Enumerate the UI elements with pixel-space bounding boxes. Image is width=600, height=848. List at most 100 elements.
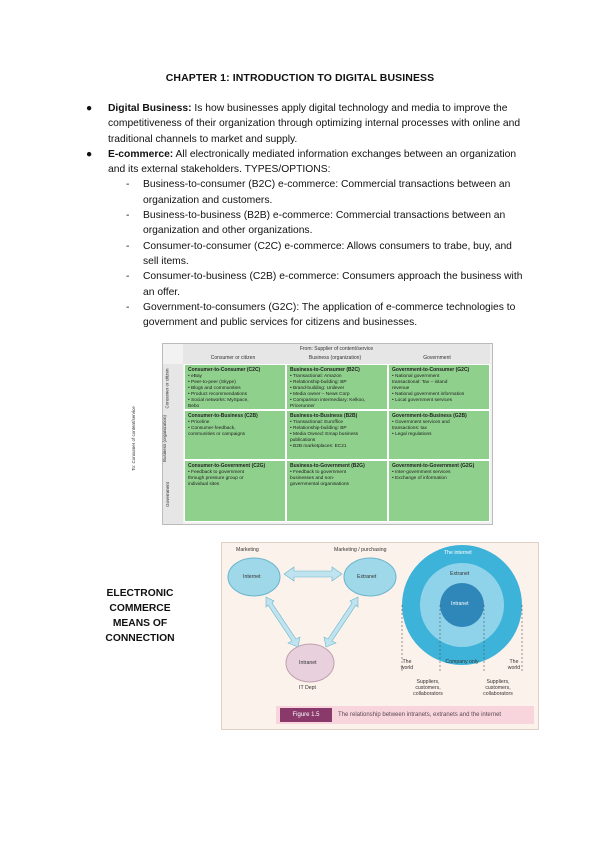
matrix-cell: Consumer-to-Business (C2B)• Priceline• C… [184,410,286,460]
label-marketing: Marketing [236,547,259,553]
matrix-cell: Government-to-Consumer (G2C)• National g… [388,364,490,410]
matrix-row-label: Government [164,482,170,507]
definitions-list: ● Digital Business: Is how businesses ap… [86,101,526,330]
label-ring-extranet: Extranet [450,571,470,577]
label-suppliers: Suppliers, customers, collaborators [413,679,443,697]
figure-caption-text: The relationship between intranets, extr… [338,712,502,718]
matrix-cell-item: • Legal regulations [392,432,432,437]
arrow-icon [323,596,359,648]
matrix-cell-item: individual sites [188,482,220,487]
label-ring-internet: The internet [444,550,472,556]
matrix-cell-heading: Government-to-Consumer (G2C) [392,367,470,373]
label-the-world: The world [400,659,414,671]
matrix-cell: Consumer-to-Government (C2G)• Feedback t… [184,460,286,522]
matrix-cell-item: governmental organisations [290,482,349,487]
matrix-cell-item: • eBay [188,374,202,379]
figure-caption-bar [276,706,534,724]
label-extranet: Extranet [357,574,377,580]
matrix-cell-item: • Exchange of information [392,476,447,481]
matrix-cell-heading: Government-to-Government (G2G) [392,463,475,469]
label-the-world: The world [507,659,521,671]
matrix-cell: Government-to-Business (G2B)• Government… [388,410,490,460]
matrix-column-label: Government [423,355,451,361]
matrix-cell-item: • B2B marketplaces: EC21 [290,444,347,449]
matrix-row-label: Business (organization) [162,414,168,463]
matrix-cell-heading: Business-to-Business (B2B) [290,413,358,419]
matrix-cell: Business-to-Consumer (B2C)• Transactiona… [286,364,388,410]
matrix-cell-item: Pricerunner [290,404,315,409]
matrix-cell-heading: Consumer-to-Business (C2B) [188,413,258,419]
section-caption: ELECTRONIC COMMERCE MEANS OF CONNECTION [105,588,175,644]
matrix-cell-item: • National government information [392,392,465,397]
matrix-cell-item: revenue [392,386,410,391]
term: E-commerce: [108,148,174,160]
matrix-cell-item: • Transactional: Euroffice [290,420,344,425]
matrix-cell-item: publications [290,438,316,443]
arrow-icon [283,566,343,582]
ecommerce-matrix-figure: From: Supplier of content/service Consum… [131,343,493,525]
matrix-cell-item: • Feedback to government [290,470,347,475]
matrix-cell: Government-to-Government (G2G)• Inter-go… [388,460,490,522]
matrix-header: From: Supplier of content/service Consum… [183,344,490,364]
matrix-cell-item: transactions: tax [392,426,427,431]
matrix-side-label: To: Consumer of content/service [130,406,136,471]
matrix-cell-item: • Comparison intermediary: Kelkoo, [290,398,366,403]
matrix-cell: Business-to-Business (B2B)• Transactiona… [286,410,388,460]
matrix-cell-item: • Relationship-building: BP [290,426,347,431]
matrix-cell-item: • Government services and [392,420,450,425]
matrix-cell-item: through pressure group or [188,476,244,481]
label-intranet: Intranet [299,660,317,666]
definition-ecommerce: ● E-commerce: All electronically mediate… [86,147,526,178]
label-it-dept: IT Dept [299,685,316,691]
matrix-cell-item: • Blogs and communities [188,386,241,391]
term: Digital Business: [108,103,192,114]
matrix-cell-item: • Consumer-feedback, [188,426,236,431]
matrix-cell-item: • Product recommendations [188,392,248,397]
matrix-cell-item: • Brand-building: Unilever [290,386,345,391]
matrix-cell-item: businesses and non- [290,476,335,481]
arrow-icon [265,596,301,648]
intranet-ring [440,583,484,627]
type-item: -Government-to-consumers (G2C): The appl… [126,301,516,329]
matrix-cell-heading: Consumer-to-Government (C2G) [188,463,266,469]
type-item: -Consumer-to-consumer (C2C) e-commerce: … [126,240,512,267]
label-suppliers: Suppliers, customers, collaborators [483,679,513,697]
matrix-column-label: Business (organization) [308,355,362,361]
matrix-cell-heading: Consumer-to-Consumer (C2C) [188,367,261,373]
matrix-cell-item: • Peer-to-peer (Skype) [188,380,236,385]
matrix-header-top: From: Supplier of content/service [299,346,374,352]
matrix-cell-item: • Transactional: Amazon [290,374,342,379]
type-item: -Business-to-consumer (B2C) e-commerce: … [126,179,511,206]
extranet-node [343,557,397,597]
figure-tag: Figure 1.5 [280,708,332,722]
matrix-cell-heading: Business-to-Government (B2G) [290,463,365,469]
matrix-cell: Consumer-to-Consumer (C2C)• eBay• Peer-t… [184,364,286,410]
type-item: -Business-to-business (B2B) e-commerce: … [126,210,506,237]
network-figure: Marketing Marketing / purchasing Interne… [221,542,539,730]
matrix-cell-item: • Relationship-building: BP [290,380,347,385]
internet-node [227,557,281,597]
definition-digital-business: ● Digital Business: Is how businesses ap… [86,101,526,147]
label-internet: Internet [243,574,261,580]
network-diagram [227,545,523,683]
matrix-cell: Business-to-Government (B2G)• Feedback t… [286,460,388,522]
matrix-cell-heading: Government-to-Business (G2B) [392,413,467,419]
matrix-cell-item: • Priceline [188,420,210,425]
matrix-cell-item: transactional: Tax – inland [392,380,448,385]
matrix-cell-item: • Social networks: MySpace, [188,398,249,403]
matrix-cell-item: • Media owner – News Corp [290,392,350,397]
type-item: -Consumer-to-business (C2B) e-commerce: … [126,271,523,298]
intranet-node [285,643,335,683]
matrix-cell-item: communities or campaigns [188,432,246,437]
bullet-icon: ● [86,148,93,160]
matrix-cell-heading: Business-to-Consumer (B2C) [290,367,360,373]
matrix-column-label: Consumer or citizen [210,355,256,361]
matrix-row-label: Consumer or citizen [164,368,170,409]
bullet-icon: ● [86,103,93,114]
matrix-cell-item: • Feedback to government [188,470,245,475]
label-marketing-purchasing: Marketing / purchasing [334,547,387,553]
matrix-cell-item: Bebo [188,404,200,409]
definition-text: Is how businesses apply digital technolo… [108,103,521,145]
matrix-cell-item: • National government [392,374,440,379]
label-company-only: Company only [445,659,479,665]
